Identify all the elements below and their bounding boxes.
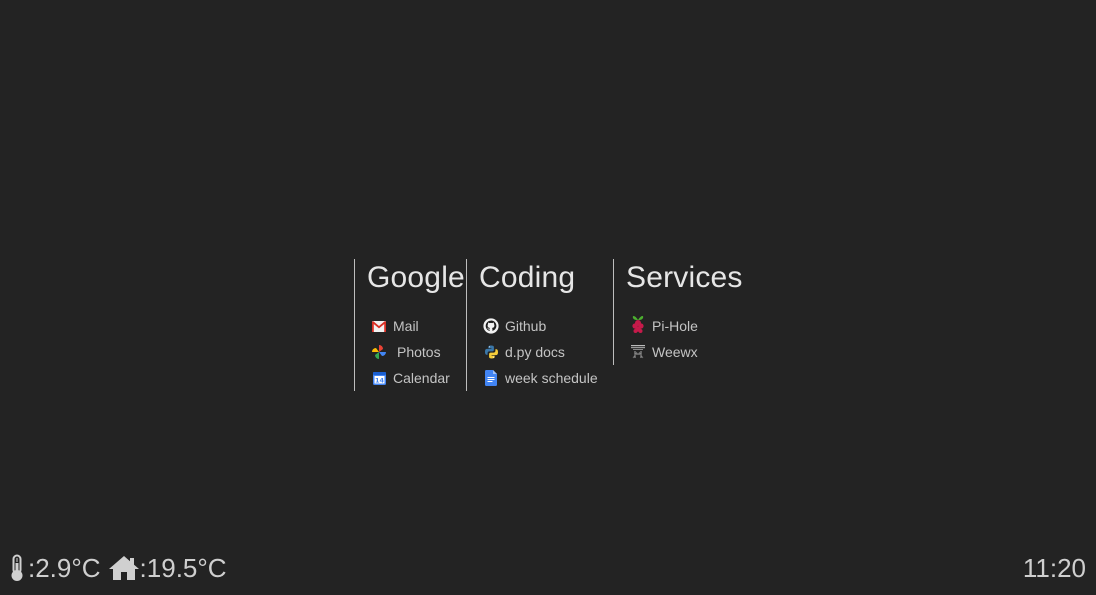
link-list: Mail Photos [367, 313, 465, 391]
link-label: Mail [393, 318, 419, 334]
link-list: Github d.py docs [479, 313, 598, 391]
link-photos[interactable]: Photos [367, 339, 465, 365]
link-dpy-docs[interactable]: d.py docs [479, 339, 598, 365]
link-label: Github [505, 318, 547, 334]
link-group-coding: Coding Github [466, 259, 598, 391]
link-mail[interactable]: Mail [367, 313, 465, 339]
svg-text:14: 14 [374, 376, 384, 384]
google-calendar-icon: 14 [371, 370, 387, 386]
outdoor-temperature: :2.9°C [28, 552, 101, 583]
weather-station-icon [630, 344, 646, 360]
link-label: Photos [397, 344, 441, 360]
group-title: Google [367, 261, 465, 294]
link-label: week schedule [505, 370, 598, 386]
github-icon [483, 318, 499, 334]
link-group-services: Services Pi-Hole [613, 259, 743, 365]
gmail-icon [371, 318, 387, 334]
link-list: Pi-Hole Weewx [626, 313, 743, 365]
clock: 11:20 [1022, 553, 1086, 583]
link-label: d.py docs [505, 344, 565, 360]
link-label: Calendar [393, 370, 450, 386]
link-github[interactable]: Github [479, 313, 598, 339]
raspberry-pi-icon [630, 315, 646, 334]
link-group-google: Google Mail [354, 259, 465, 391]
link-label: Weewx [652, 344, 698, 360]
google-photos-icon [371, 344, 387, 360]
google-docs-icon [483, 370, 499, 386]
thermometer-icon [8, 554, 26, 582]
group-title: Services [626, 261, 743, 294]
link-pi-hole[interactable]: Pi-Hole [626, 313, 743, 339]
group-title: Coding [479, 261, 576, 294]
indoor-temperature: :19.5°C [139, 552, 227, 583]
python-icon [483, 344, 499, 360]
link-weewx[interactable]: Weewx [626, 339, 743, 365]
temperature-bar: :2.9°C :19.5°C [8, 553, 227, 583]
link-week-schedule[interactable]: week schedule [479, 365, 598, 391]
home-icon [108, 555, 140, 581]
link-calendar[interactable]: 14 Calendar [367, 365, 465, 391]
link-label: Pi-Hole [652, 318, 698, 334]
